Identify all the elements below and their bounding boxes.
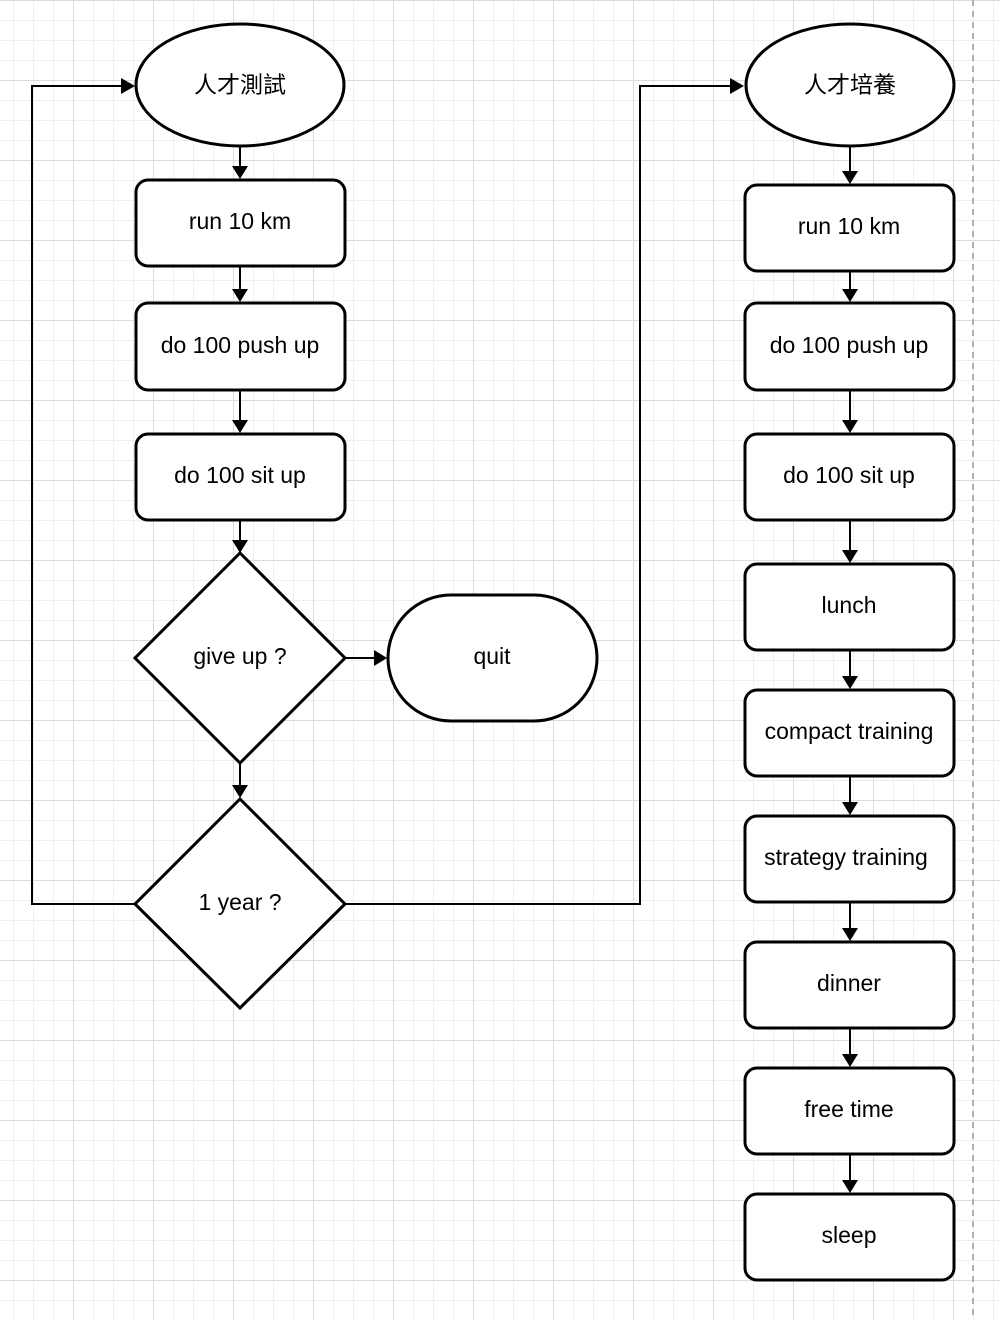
process-free-time[interactable]: free time xyxy=(743,1066,956,1156)
arrowhead xyxy=(232,420,248,433)
connectors xyxy=(31,78,858,1193)
process-lunch[interactable]: lunch xyxy=(743,562,956,652)
left-flow: 人才測試 run 10 km do 100 push up do 100 sit… xyxy=(132,22,599,1011)
arrowhead xyxy=(842,420,858,433)
process-compact-training[interactable]: compact training xyxy=(743,688,956,778)
arrowhead xyxy=(232,166,248,179)
arrowhead xyxy=(232,289,248,302)
start-node-label: 人才培養 xyxy=(804,73,896,99)
arrowhead xyxy=(842,289,858,302)
arrowhead xyxy=(232,540,248,553)
start-node-talent-training[interactable]: 人才培養 xyxy=(744,22,956,148)
process-label: run 10 km xyxy=(798,213,900,239)
process-label: do 100 sit up xyxy=(174,462,306,488)
process-run-10km[interactable]: run 10 km xyxy=(134,178,347,268)
edge-year-to-training[interactable] xyxy=(346,85,731,905)
process-label: do 100 push up xyxy=(161,332,320,358)
arrowhead xyxy=(842,928,858,941)
arrowhead xyxy=(232,785,248,798)
right-flow: 人才培養 run 10 km do 100 push up do 100 sit… xyxy=(743,22,956,1282)
process-strategy-training[interactable]: strategy training xyxy=(743,814,956,904)
start-node-label: 人才測試 xyxy=(194,73,286,99)
arrowhead xyxy=(842,1054,858,1067)
decision-label: give up ? xyxy=(193,643,286,669)
decision-one-year[interactable]: 1 year ? xyxy=(132,796,348,1011)
arrowhead xyxy=(842,171,858,184)
process-label: dinner xyxy=(817,970,881,996)
arrowhead xyxy=(374,650,387,666)
arrowhead xyxy=(121,78,135,94)
process-label: run 10 km xyxy=(189,208,291,234)
decision-give-up[interactable]: give up ? xyxy=(132,550,348,766)
arrowhead xyxy=(842,550,858,563)
process-sit-up[interactable]: do 100 sit up xyxy=(743,432,956,522)
process-run-10km[interactable]: run 10 km xyxy=(743,183,956,273)
terminal-quit[interactable]: quit xyxy=(386,593,599,723)
arrowhead xyxy=(842,802,858,815)
process-label: do 100 push up xyxy=(770,332,929,358)
process-sleep[interactable]: sleep xyxy=(743,1192,956,1282)
terminal-label: quit xyxy=(473,643,511,669)
decision-label: 1 year ? xyxy=(198,889,281,915)
arrowhead xyxy=(842,676,858,689)
edge-year-loop-back[interactable] xyxy=(31,85,135,905)
process-label: do 100 sit up xyxy=(783,462,915,488)
process-label: lunch xyxy=(822,592,877,618)
process-sit-up[interactable]: do 100 sit up xyxy=(134,432,347,522)
process-dinner[interactable]: dinner xyxy=(743,940,956,1030)
process-push-up[interactable]: do 100 push up xyxy=(134,301,347,392)
process-push-up[interactable]: do 100 push up xyxy=(743,301,956,392)
arrowhead xyxy=(842,1180,858,1193)
start-node-talent-test[interactable]: 人才測試 xyxy=(134,22,346,148)
process-label: sleep xyxy=(822,1222,877,1248)
process-label: compact training xyxy=(765,718,934,744)
process-label: free time xyxy=(804,1096,893,1122)
arrowhead xyxy=(730,78,744,94)
process-label: strategy training xyxy=(764,844,928,870)
